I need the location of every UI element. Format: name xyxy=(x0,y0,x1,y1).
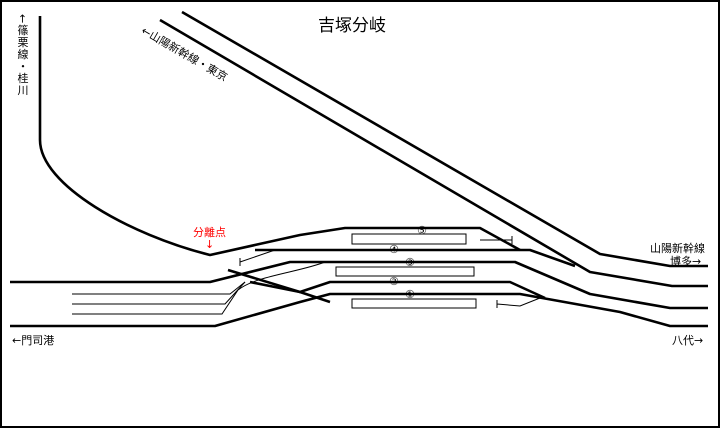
diagram-title: 吉塚分岐 xyxy=(318,16,386,36)
label-mojiko: ←門司港 xyxy=(12,334,55,347)
track-number-5: ⑤ xyxy=(417,224,427,237)
separation-arrow-icon: ↓ xyxy=(205,238,215,251)
label-yatsushiro: 八代→ xyxy=(672,334,704,347)
main-track-upper xyxy=(10,260,708,310)
shinkansen-track-upper xyxy=(181,10,708,268)
track-number-2: ② xyxy=(389,275,399,288)
siding-right xyxy=(496,297,541,308)
track-number-4: ④ xyxy=(389,243,399,256)
platform-middle xyxy=(335,266,475,277)
track-5-end-stop xyxy=(480,236,513,244)
siding-2 xyxy=(72,281,246,305)
crossover-upper xyxy=(227,268,301,294)
label-sanyo-hakata-2: 博多→ xyxy=(670,255,702,268)
track-number-1: ① xyxy=(405,288,415,301)
platform-top xyxy=(351,233,467,245)
track-number-3: ③ xyxy=(405,256,415,269)
shinkansen-track-lower xyxy=(159,18,708,288)
label-sanyo-hakata-1: 山陽新幹線 xyxy=(650,242,705,255)
track-4 xyxy=(255,248,576,268)
platform-bottom xyxy=(351,298,477,309)
crossover-lower xyxy=(299,290,331,304)
main-track-lower xyxy=(10,292,708,328)
siding-1 xyxy=(72,281,246,295)
label-separation-point: 分離点 xyxy=(193,226,226,239)
label-sasaguri: ←篠栗線・桂川 xyxy=(16,14,29,97)
sasaguri-line-curve xyxy=(38,16,521,257)
track-4-siding xyxy=(239,249,276,266)
siding-3 xyxy=(72,261,326,315)
track-2 xyxy=(249,280,546,300)
